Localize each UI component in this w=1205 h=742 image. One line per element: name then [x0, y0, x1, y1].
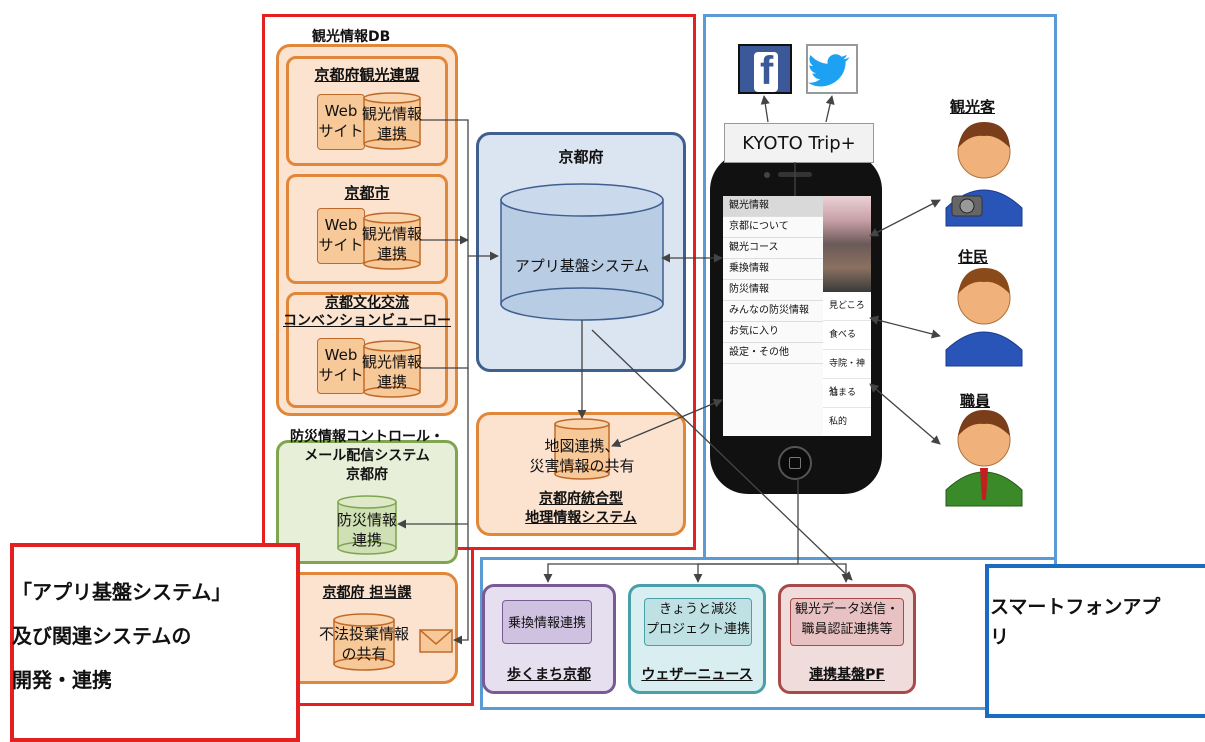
- weathernews-label: ウェザーニュース: [641, 667, 753, 683]
- app-photo: [823, 196, 871, 292]
- dev-region-frame: [262, 14, 696, 550]
- menu-item[interactable]: みんなの防災情報: [723, 301, 823, 322]
- staff-person-icon: [945, 410, 1023, 507]
- app-platform-cylinder: [500, 183, 664, 321]
- connectors: [397, 95, 941, 645]
- dev-callout-text: 「アプリ基盤システム」 及び関連システムの 開発・連携: [12, 580, 232, 692]
- app-name-label: KYOTO Trip+: [724, 123, 874, 163]
- menu-item[interactable]: 乗換情報: [723, 259, 823, 280]
- menu-item[interactable]: 設定・その他: [723, 343, 823, 364]
- mail-envelope-icon: [419, 629, 453, 653]
- home-button-square: [789, 457, 801, 469]
- gis-cylinder: [554, 418, 610, 480]
- twitter-bird-icon: [807, 54, 850, 87]
- menu-item[interactable]: 京都について: [723, 217, 823, 238]
- app-callout-box: [985, 564, 1205, 718]
- menu-item[interactable]: 観光コース: [723, 238, 823, 259]
- tourism-data-label: 観光データ送信・ 職員認証連携等: [794, 602, 899, 637]
- resident-person-icon: [945, 268, 1023, 367]
- menu-item[interactable]: 観光情報: [723, 196, 823, 217]
- side-item[interactable]: 私的: [823, 408, 871, 436]
- menu-item[interactable]: 防災情報: [723, 280, 823, 301]
- gensai-project-label: きょうと減災 プロジェクト連携: [645, 602, 750, 637]
- tourism-cylinder-3: [363, 340, 421, 398]
- dev-callout-box: [10, 543, 300, 742]
- phone-camera: [764, 172, 770, 178]
- gensai-project-inner: [644, 598, 752, 646]
- user-label-staff: 職員: [960, 392, 991, 410]
- side-item[interactable]: 食べる: [823, 321, 871, 350]
- tourism-cylinder-2: [363, 212, 421, 270]
- app-name: KYOTO Trip+: [742, 133, 856, 154]
- phone-screen: 観光情報 京都について 観光コース 乗換情報 防災情報 みんなの防災情報 お気に…: [723, 196, 871, 436]
- facebook-icon[interactable]: f: [738, 44, 792, 94]
- side-item[interactable]: 見どころ: [823, 292, 871, 321]
- gis-link-label: 地図連携、 災害情報の共有: [529, 437, 635, 475]
- tourism-db-title: 観光情報DB: [312, 29, 391, 45]
- user-label-tourist: 観光客: [950, 98, 996, 116]
- convention-bureau-title: 京都文化交流 コンベンションビューロー: [283, 295, 451, 329]
- disaster-link-label: 防災情報 連携: [336, 511, 397, 549]
- dept-cylinder: [333, 613, 395, 671]
- tourist-person-icon: [945, 122, 1023, 227]
- kyoto-prefecture-title: 京都府: [558, 148, 604, 166]
- illegal-dumping-label: 不法投棄情報 の共有: [318, 625, 409, 663]
- side-item[interactable]: 泊まる: [823, 379, 871, 408]
- kyoto-city-title: 京都市: [344, 184, 390, 202]
- phone-home-button[interactable]: [778, 446, 812, 480]
- disaster-cylinder: [337, 495, 397, 555]
- app-side-list: 見どころ 食べる 寺院・神社 泊まる 私的: [823, 292, 871, 436]
- transfer-info-link-label: 乗換情報連携: [507, 616, 586, 631]
- tourism-cylinder-1: [363, 92, 421, 150]
- transfer-info-inner: [502, 600, 592, 644]
- tourism-link-label: 観光情報 連携: [362, 225, 423, 263]
- tourism-link-label: 観光情報 連携: [362, 353, 423, 391]
- tourism-data-inner: [790, 598, 904, 646]
- side-item[interactable]: 寺院・神社: [823, 350, 871, 397]
- kyoto-dept-title: 京都府 担当課: [322, 585, 412, 601]
- disaster-control-title: 防災情報コントロール・ メール配信システム 京都府: [290, 429, 444, 483]
- app-platform-label: アプリ基盤システム: [514, 257, 650, 275]
- website-box: Web サイト: [317, 208, 365, 264]
- website-box: Web サイト: [317, 94, 365, 150]
- app-menu: 観光情報 京都について 観光コース 乗換情報 防災情報 みんなの防災情報 お気に…: [723, 196, 823, 436]
- menu-item[interactable]: お気に入り: [723, 322, 823, 343]
- gis-title: 京都府統合型 地理情報システム: [525, 491, 637, 526]
- user-label-resident: 住民: [958, 248, 989, 266]
- walking-kyoto-label: 歩くまち京都: [507, 667, 591, 683]
- cooperation-platform-label: 連携基盤PF: [809, 667, 885, 683]
- kyoto-tourism-federation-title: 京都府観光連盟: [314, 66, 420, 84]
- twitter-icon[interactable]: [806, 44, 858, 94]
- tourism-link-label: 観光情報 連携: [362, 105, 423, 143]
- app-callout-text: スマートフォンアプ リ: [990, 596, 1161, 648]
